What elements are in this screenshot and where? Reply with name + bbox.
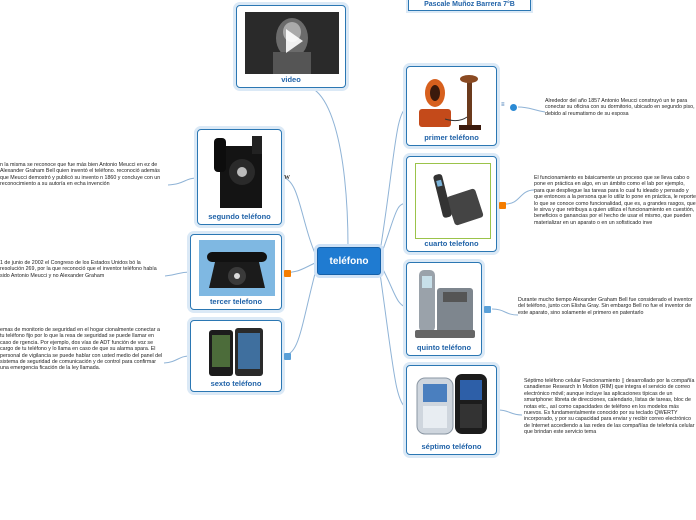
note-segundo-telefono: n la misma se reconoce que fue más bien … xyxy=(0,162,161,188)
play-icon xyxy=(245,12,339,74)
septimo-telefono-image xyxy=(415,372,491,440)
node-video[interactable]: video xyxy=(236,5,346,88)
quinto-telefono-image xyxy=(413,268,477,340)
webpage-icon[interactable] xyxy=(484,306,491,313)
note-quinto-telefono: Durante mucho tiempo Alexander Graham Be… xyxy=(518,297,693,316)
node-cuarto-telefono[interactable]: cuarto telefono xyxy=(406,156,497,252)
segundo-telefono-image xyxy=(212,136,268,210)
blogger-icon[interactable] xyxy=(284,270,291,277)
node-segundo-telefono[interactable]: segundo teléfono xyxy=(197,129,282,225)
node-primer-telefono[interactable]: primer teléfono xyxy=(406,66,497,146)
node-quinto-telefono[interactable]: quinto teléfono xyxy=(406,262,482,356)
note-sexto-telefono: emas de monitorio de seguridad en el hog… xyxy=(0,327,163,372)
node-quinto-telefono-label: quinto teléfono xyxy=(416,343,472,352)
node-sexto-telefono[interactable]: sexto teléfono xyxy=(190,320,282,392)
note-tercer-telefono: 1 de junio de 2002 el Congreso de los Es… xyxy=(0,260,157,279)
blogger-icon[interactable] xyxy=(499,202,506,209)
cuarto-telefono-image xyxy=(415,163,491,239)
node-cuarto-telefono-label: cuarto telefono xyxy=(424,239,479,248)
node-tercer-telefono-label: tercer telefono xyxy=(209,297,263,306)
tercer-telefono-image xyxy=(199,240,275,296)
node-sexto-telefono-label: sexto teléfono xyxy=(210,379,262,388)
note-primer-telefono: Alrededor del año 1857 Antonio Meucci co… xyxy=(545,98,695,117)
menu-icon[interactable]: ≡ xyxy=(501,102,505,108)
webpage-icon[interactable] xyxy=(284,353,291,360)
note-cuarto-telefono: El funcionamiento es básicamente un proc… xyxy=(534,175,696,226)
node-segundo-telefono-label: segundo teléfono xyxy=(208,212,271,221)
node-tercer-telefono[interactable]: tercer telefono xyxy=(190,234,282,310)
author-tag: Pascale Muñoz Barrera 7°B xyxy=(408,0,531,11)
wikipedia-icon[interactable]: W xyxy=(284,175,290,181)
sexto-telefono-image xyxy=(205,326,269,378)
node-septimo-telefono[interactable]: séptimo teléfono xyxy=(406,365,497,455)
note-septimo-telefono: Séptimo teléfono celular Funcionamiento … xyxy=(524,378,695,436)
video-thumbnail[interactable] xyxy=(245,12,339,74)
primer-telefono-image xyxy=(415,71,491,133)
wordpress-icon[interactable] xyxy=(510,104,517,111)
node-primer-telefono-label: primer teléfono xyxy=(424,133,479,142)
node-video-label: video xyxy=(281,75,301,84)
central-topic[interactable]: teléfono xyxy=(317,247,381,275)
node-septimo-telefono-label: séptimo teléfono xyxy=(421,442,482,451)
